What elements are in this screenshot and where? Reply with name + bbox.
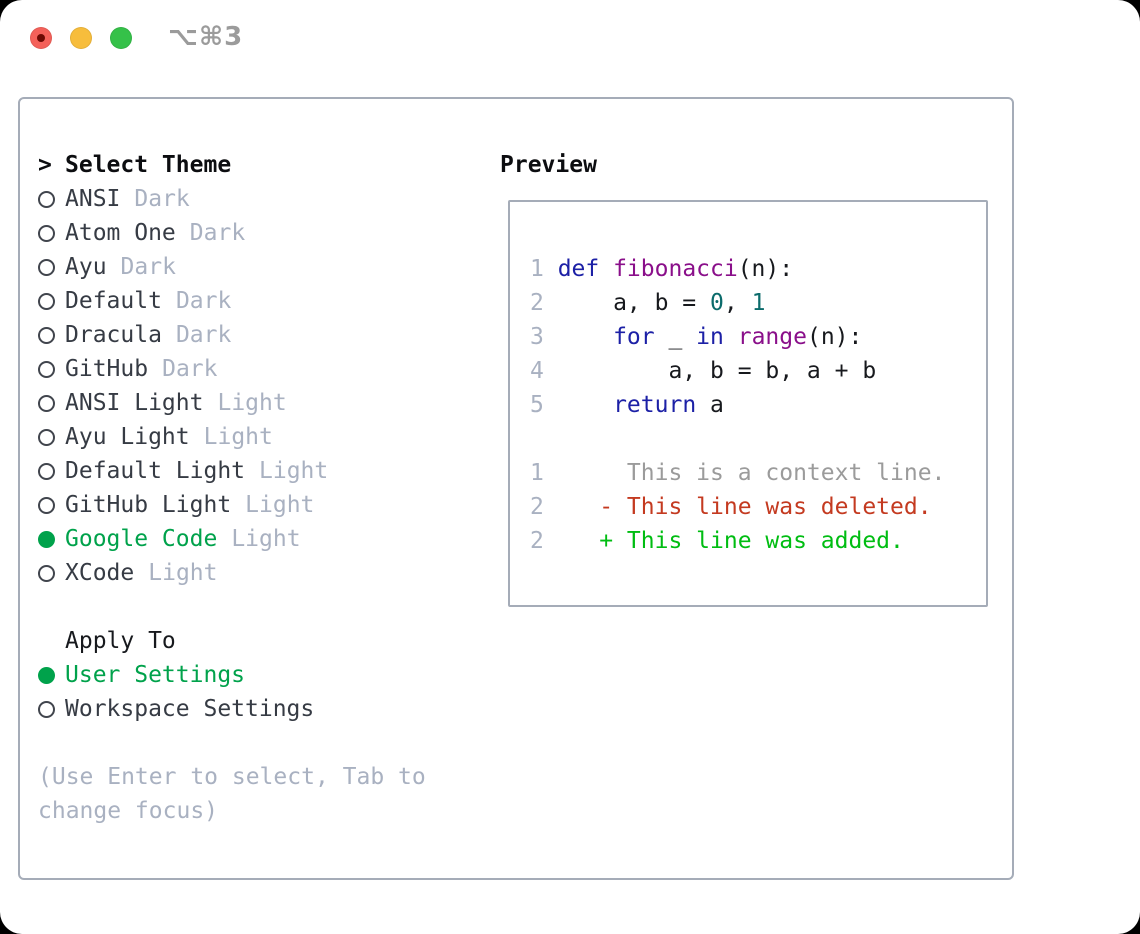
- variant-badge: Dark: [175, 322, 232, 348]
- radio-selected-icon: [38, 666, 55, 684]
- theme-option-atom-one-dark[interactable]: Atom One Dark: [38, 216, 488, 250]
- theme-list: > Select Theme ANSI Dark Atom One Dark A…: [38, 148, 488, 828]
- keyboard-hint-line-1: (Use Enter to select, Tab to: [38, 764, 426, 790]
- radio-unselected-icon: [38, 326, 55, 344]
- variant-badge: Dark: [162, 356, 218, 382]
- theme-option-default-dark[interactable]: Default Dark: [38, 284, 488, 318]
- diff-context-line: 1 This is a context line.: [530, 460, 946, 486]
- theme-option-ayu-dark[interactable]: Ayu Dark: [38, 250, 488, 284]
- apply-option-user-settings[interactable]: User Settings: [38, 658, 488, 692]
- select-theme-title: Select Theme: [65, 152, 232, 178]
- variant-badge: Light: [217, 390, 287, 416]
- focus-caret-icon: >: [38, 152, 52, 178]
- radio-unselected-icon: [38, 360, 55, 378]
- theme-option-google-code-light[interactable]: Google Code Light: [38, 522, 488, 556]
- code-line: 4 a, b = b, a + b: [530, 358, 877, 384]
- radio-selected-icon: [38, 530, 55, 548]
- theme-option-github-dark[interactable]: GitHub Dark: [38, 352, 488, 386]
- diff-deleted-line: 2 - This line was deleted.: [530, 494, 932, 520]
- radio-unselected-icon: [38, 258, 55, 276]
- variant-badge: Dark: [175, 288, 232, 314]
- spacer: [38, 726, 488, 760]
- radio-unselected-icon: [38, 462, 55, 480]
- radio-unselected-icon: [38, 496, 55, 514]
- line-number: 2: [530, 494, 544, 520]
- apply-to-header: Apply To: [65, 628, 176, 654]
- radio-unselected-icon: [38, 564, 55, 582]
- variant-badge: Light: [259, 458, 329, 484]
- line-number: 5: [530, 392, 544, 418]
- close-button[interactable]: [30, 27, 52, 49]
- line-number: 1: [530, 256, 544, 282]
- line-number: 2: [530, 528, 544, 554]
- theme-option-xcode-light[interactable]: XCode Light: [38, 556, 488, 590]
- titlebar: ⌥⌘3: [0, 0, 1140, 76]
- variant-badge: Light: [245, 492, 315, 518]
- theme-selector-panel: > Select Theme ANSI Dark Atom One Dark A…: [18, 97, 1014, 880]
- code-line: 5 return a: [530, 392, 724, 418]
- window-title: ⌥⌘3: [168, 22, 244, 52]
- theme-option-ansi-light[interactable]: ANSI Light Light: [38, 386, 488, 420]
- radio-unselected-icon: [38, 700, 55, 718]
- variant-badge: Light: [231, 526, 301, 552]
- radio-unselected-icon: [38, 224, 55, 242]
- variant-badge: Light: [203, 424, 273, 450]
- select-theme-header: > Select Theme: [38, 148, 488, 182]
- radio-unselected-icon: [38, 190, 55, 208]
- theme-option-ayu-light[interactable]: Ayu Light Light: [38, 420, 488, 454]
- apply-option-workspace-settings[interactable]: Workspace Settings: [38, 692, 488, 726]
- code-line: 3 for _ in range(n):: [530, 324, 863, 350]
- theme-option-github-light[interactable]: GitHub Light Light: [38, 488, 488, 522]
- keyboard-hint-line-2: change focus): [38, 798, 219, 824]
- variant-badge: Dark: [120, 254, 176, 280]
- variant-badge: Dark: [189, 220, 246, 246]
- blank-line: [530, 422, 986, 456]
- unsaved-changes-dot-icon: [37, 34, 45, 42]
- radio-unselected-icon: [38, 394, 55, 412]
- radio-unselected-icon: [38, 428, 55, 446]
- line-number: 1: [530, 460, 544, 486]
- line-number: 3: [530, 324, 544, 350]
- spacer: [38, 590, 488, 624]
- preview-title: Preview: [500, 152, 597, 178]
- line-number: 4: [530, 358, 544, 384]
- code-line: 2 a, b = 0, 1: [530, 290, 766, 316]
- line-number: 2: [530, 290, 544, 316]
- minimize-button[interactable]: [70, 27, 92, 49]
- theme-option-dracula-dark[interactable]: Dracula Dark: [38, 318, 488, 352]
- theme-option-ansi-dark[interactable]: ANSI Dark: [38, 182, 488, 216]
- radio-unselected-icon: [38, 292, 55, 310]
- theme-option-default-light[interactable]: Default Light Light: [38, 454, 488, 488]
- variant-badge: Dark: [134, 186, 190, 212]
- variant-badge: Light: [148, 560, 218, 586]
- maximize-button[interactable]: [110, 27, 132, 49]
- diff-added-line: 2 + This line was added.: [530, 528, 904, 554]
